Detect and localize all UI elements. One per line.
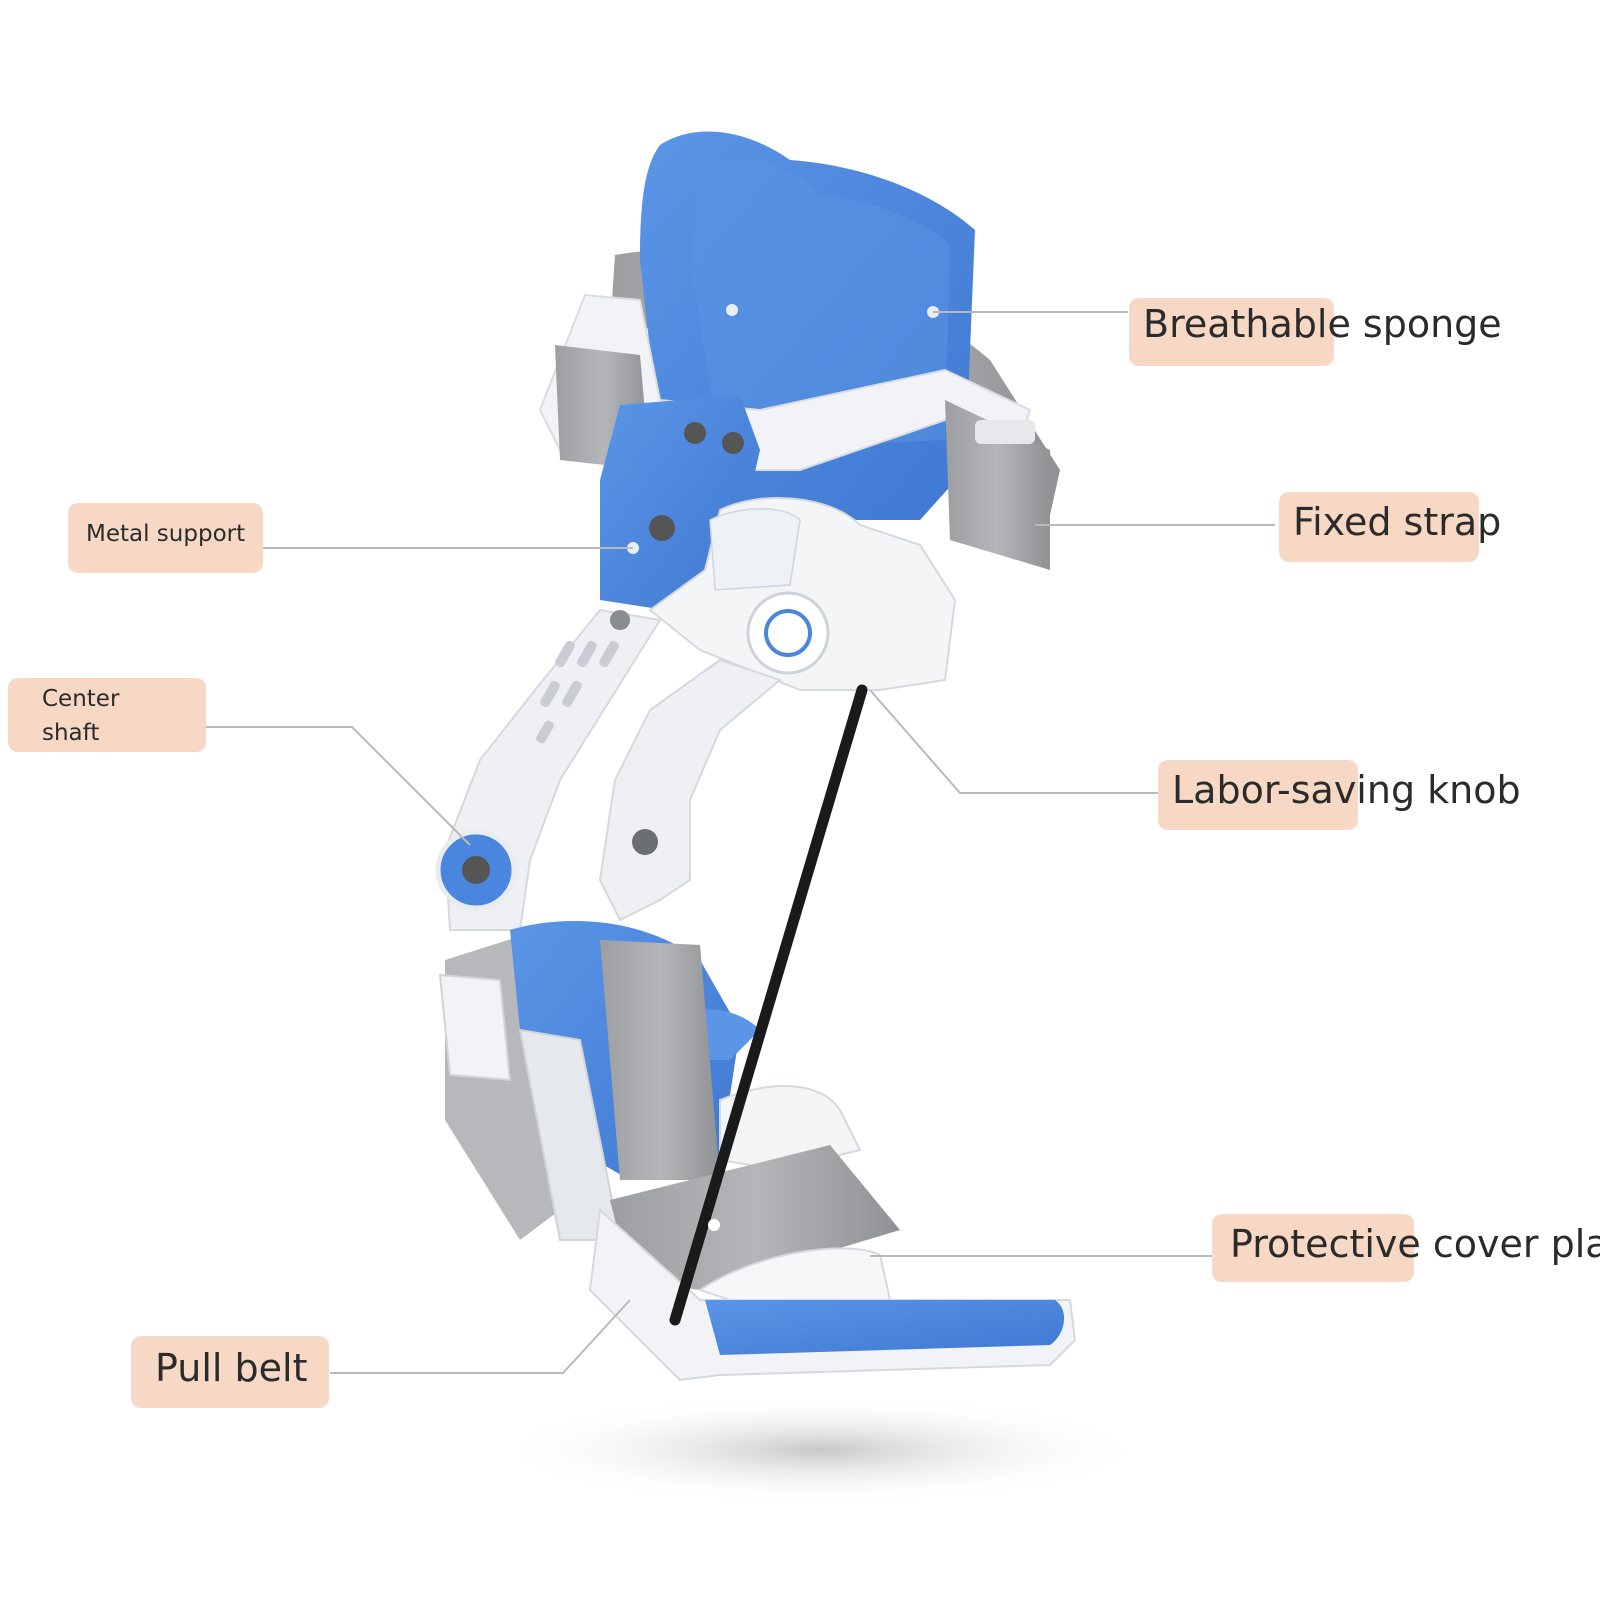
labor-saving-knob-callout: Labor-saving knob (1158, 760, 1521, 830)
leader-line-labor-saving-knob (869, 689, 1158, 794)
labor-saving-knob-label: Labor-saving knob (1172, 768, 1521, 812)
foot-plate-insole (705, 1300, 1065, 1355)
protective-cover-plate-callout: Protective cover plate (1212, 1214, 1600, 1282)
breathable-sponge-callout: Breathable sponge (1129, 298, 1502, 366)
ankle-strap (600, 940, 720, 1180)
center-shaft-screw (462, 856, 490, 884)
breathable-sponge-label: Breathable sponge (1143, 302, 1502, 346)
fixed-strap-callout: Fixed strap (1279, 492, 1502, 562)
metal-support-callout: Metal support (68, 503, 263, 573)
protective-cover-plate (697, 1247, 892, 1312)
adjust-screw (684, 422, 706, 444)
protective-cover-plate-label: Protective cover plate (1230, 1222, 1600, 1266)
back-strut (598, 658, 783, 922)
heel-strap-buckle-frame (438, 973, 512, 1082)
knob-dial-ring (764, 609, 812, 657)
center-shaft-label-line1: Center (42, 686, 120, 712)
back-strut-screw (632, 829, 658, 855)
fixed-strap-label: Fixed strap (1293, 500, 1502, 544)
pull-belt-callout: Pull belt (131, 1336, 329, 1408)
pull-belt-strap (669, 684, 868, 1326)
leader-line-pull-belt (330, 1299, 631, 1374)
leader-lines (205, 311, 1275, 1374)
strap-buckle (975, 420, 1035, 444)
metal-support-label: Metal support (86, 521, 246, 547)
labor-saving-knob-dial (746, 591, 830, 675)
ground-shadow (490, 1395, 1150, 1505)
rivet (726, 304, 738, 316)
pull-belt-label: Pull belt (155, 1346, 308, 1390)
center-shaft-callout: Center shaft (8, 678, 206, 752)
knob-panel (709, 508, 801, 591)
center-shaft-label-line2: shaft (42, 720, 100, 746)
adjust-screw (649, 515, 675, 541)
leader-line-center-shaft (205, 726, 471, 846)
strut-pivot (610, 610, 630, 630)
strut-slots (536, 640, 619, 744)
calf-cuff-inner (690, 158, 950, 450)
pull-belt-anchor (708, 1219, 720, 1231)
adjust-screw (722, 432, 744, 454)
instep-strap (610, 1145, 900, 1290)
